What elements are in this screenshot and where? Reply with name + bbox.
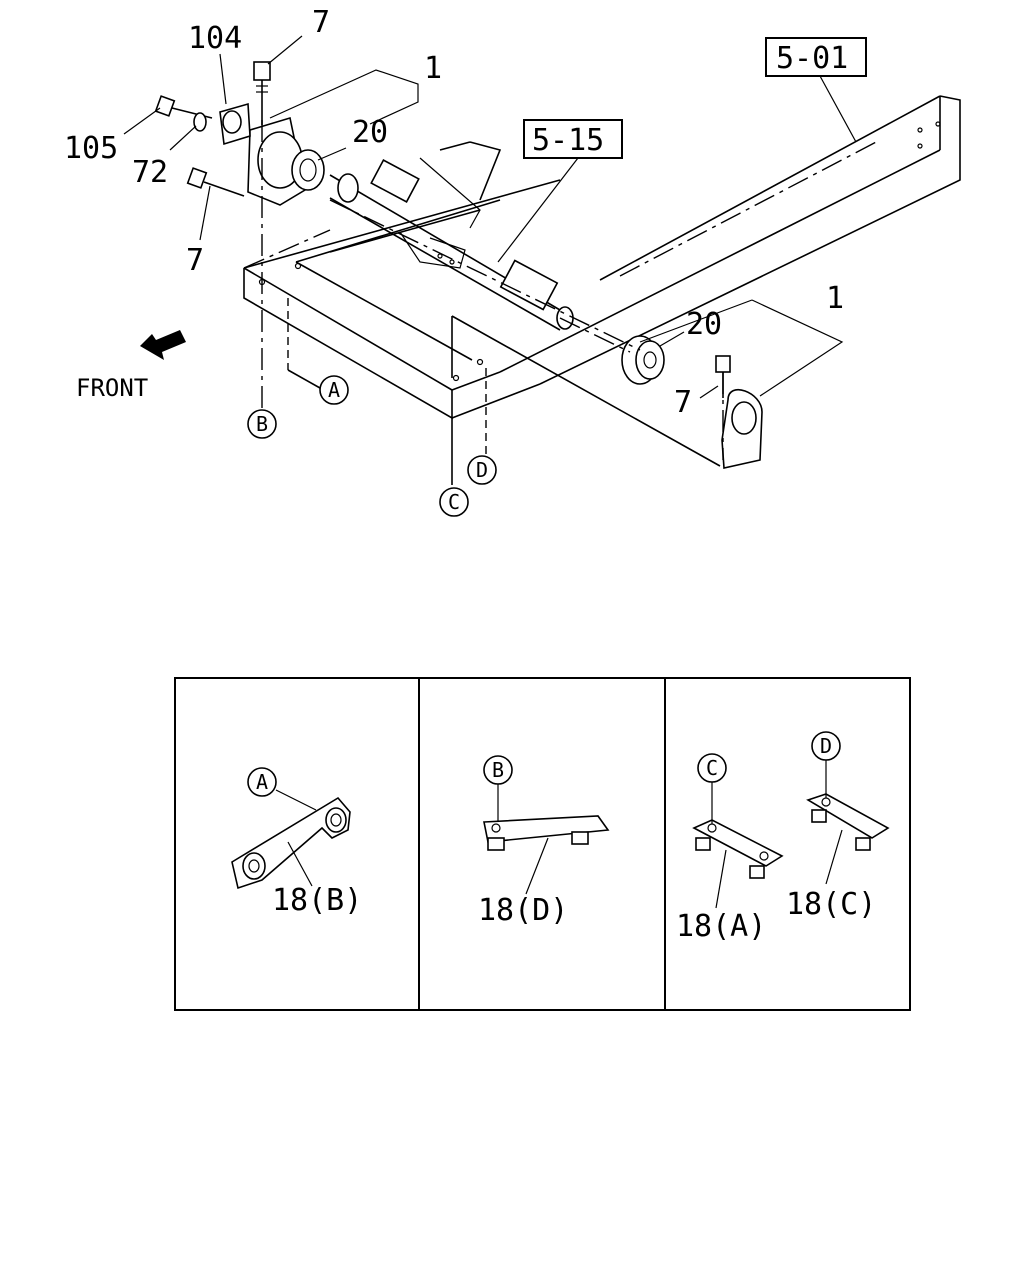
circled-markers: A B C D — [247, 375, 497, 517]
callout-ref-5-01: 5-01 — [776, 41, 848, 76]
detail-panel-b: B 18(D) — [478, 755, 610, 928]
front-arrow-icon — [140, 330, 186, 360]
marker-c: C — [448, 490, 460, 514]
detail-marker-d: D — [820, 734, 832, 758]
front-label: FRONT — [76, 374, 148, 402]
detail-panel-cd: C 18(A) D 18(C) — [676, 731, 890, 944]
callout-bolt-right: 7 — [674, 385, 692, 420]
front-direction-indicator: FRONT — [76, 330, 186, 402]
stabilizer-shaft — [329, 159, 574, 331]
detail-label-18b: 18(B) — [272, 883, 362, 918]
detail-panel-a: A 18(B) — [231, 767, 362, 918]
callout-bolt-105: 105 — [64, 131, 118, 166]
detail-panels: A 18(B) B 18(D) C 1 — [174, 677, 911, 1011]
callout-bracket-104: 104 — [188, 21, 242, 56]
callout-ref-5-15: 5-15 — [532, 123, 604, 158]
callout-bolt-lower-left: 7 — [186, 243, 204, 278]
ref-5-01-box — [765, 37, 867, 77]
detail-marker-a: A — [256, 770, 268, 794]
marker-d: D — [476, 458, 488, 482]
marker-b: B — [256, 412, 268, 436]
callout-bolt-top: 7 — [312, 5, 330, 40]
callout-numbers: 7 104 105 72 7 1 20 5-15 5-01 1 20 7 — [64, 5, 867, 420]
detail-marker-c: C — [706, 756, 718, 780]
leader-lines — [123, 35, 857, 399]
callout-washer-72: 72 — [132, 155, 168, 190]
callout-bush-20-left: 20 — [352, 115, 388, 150]
detail-marker-b: B — [492, 758, 504, 782]
left-bracket-assembly — [154, 61, 325, 206]
reference-lines — [243, 120, 881, 485]
detail-label-18c: 18(C) — [786, 887, 876, 922]
callout-ref-1-upper: 1 — [424, 51, 442, 86]
ref-5-15-box — [523, 119, 623, 159]
callout-ref-1-right: 1 — [826, 281, 844, 316]
marker-a: A — [328, 378, 340, 402]
detail-label-18d: 18(D) — [478, 893, 568, 928]
detail-label-18a: 18(A) — [676, 909, 766, 944]
callout-bush-20-right: 20 — [686, 307, 722, 342]
frame-cross-member — [243, 95, 961, 420]
right-bracket-assembly — [621, 335, 763, 469]
